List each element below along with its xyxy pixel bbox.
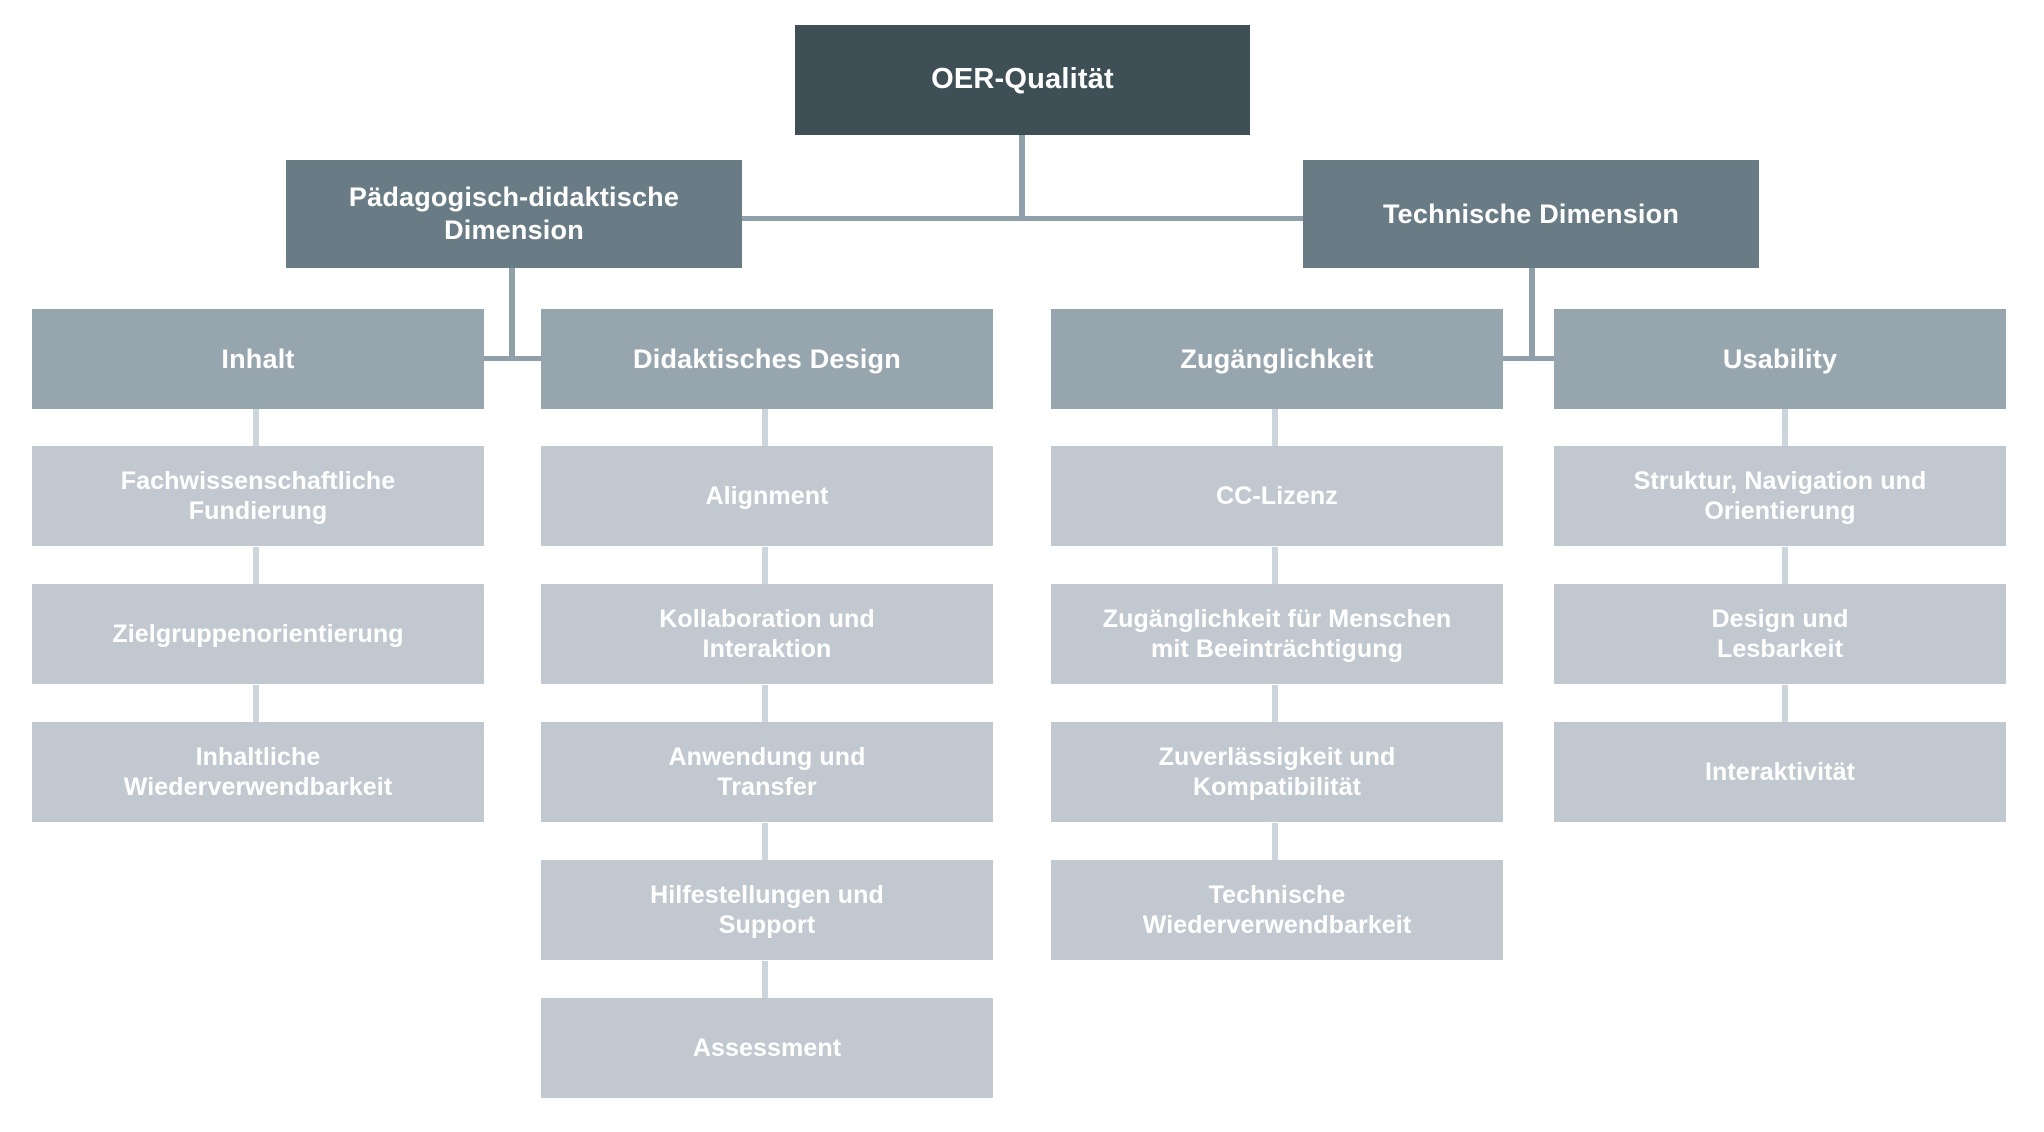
connector-inhalt-3 — [253, 685, 259, 722]
connector-didaktisches-3 — [762, 685, 768, 722]
connector-usability-1 — [1782, 409, 1788, 446]
node-criterion-anwendung-und-transfer[interactable]: Anwendung und Transfer — [541, 722, 993, 822]
node-category-usability[interactable]: Usability — [1554, 309, 2006, 409]
connector-zugaenglichkeit-2 — [1272, 547, 1278, 584]
node-root-oer-qualitaet[interactable]: OER-Qualität — [795, 25, 1250, 135]
connector-inhalt-2 — [253, 547, 259, 584]
node-criterion-zuverlaessigkeit-und-kompatibilitaet[interactable]: Zuverlässigkeit und Kompatibilität — [1051, 722, 1503, 822]
connector-zugaenglichkeit-3 — [1272, 685, 1278, 722]
node-criterion-alignment[interactable]: Alignment — [541, 446, 993, 546]
node-criterion-fachwissenschaftliche-fundierung[interactable]: Fachwissenschaftliche Fundierung — [32, 446, 484, 546]
node-criterion-inhaltliche-wiederverwendbarkeit[interactable]: Inhaltliche Wiederverwendbarkeit — [32, 722, 484, 822]
node-criterion-cc-lizenz[interactable]: CC-Lizenz — [1051, 446, 1503, 546]
node-category-inhalt[interactable]: Inhalt — [32, 309, 484, 409]
connector-didaktisches-5 — [762, 961, 768, 998]
connector-inhalt-1 — [253, 409, 259, 446]
node-criterion-technische-wiederverwendbarkeit[interactable]: Technische Wiederverwendbarkeit — [1051, 860, 1503, 960]
node-criterion-interaktivitaet[interactable]: Interaktivität — [1554, 722, 2006, 822]
node-category-didaktisches-design[interactable]: Didaktisches Design — [541, 309, 993, 409]
node-dimension-paedagogisch-didaktisch[interactable]: Pädagogisch-didaktische Dimension — [286, 160, 742, 268]
connector-usability-3 — [1782, 685, 1788, 722]
node-category-zugaenglichkeit[interactable]: Zugänglichkeit — [1051, 309, 1503, 409]
connector-usability-2 — [1782, 547, 1788, 584]
connector-didaktisches-2 — [762, 547, 768, 584]
node-criterion-struktur-navigation-orientierung[interactable]: Struktur, Navigation und Orientierung — [1554, 446, 2006, 546]
connector-dimension-bus — [738, 216, 1308, 221]
node-criterion-design-und-lesbarkeit[interactable]: Design und Lesbarkeit — [1554, 584, 2006, 684]
connector-zugaenglichkeit-4 — [1272, 823, 1278, 860]
node-criterion-hilfestellungen-und-support[interactable]: Hilfestellungen und Support — [541, 860, 993, 960]
node-dimension-technisch[interactable]: Technische Dimension — [1303, 160, 1759, 268]
connector-category-bus-right — [1480, 356, 1584, 361]
connector-didaktisches-4 — [762, 823, 768, 860]
node-criterion-zugaenglichkeit-beeintraechtigung[interactable]: Zugänglichkeit für Menschen mit Beeinträ… — [1051, 584, 1503, 684]
connector-category-bus-left — [460, 356, 564, 361]
connector-zugaenglichkeit-1 — [1272, 409, 1278, 446]
connector-paedagogisch-vertical — [509, 265, 515, 360]
connector-technische-vertical — [1529, 265, 1535, 360]
node-criterion-assessment[interactable]: Assessment — [541, 998, 993, 1098]
node-criterion-zielgruppenorientierung[interactable]: Zielgruppenorientierung — [32, 584, 484, 684]
connector-root-vertical — [1019, 133, 1025, 219]
connector-didaktisches-1 — [762, 409, 768, 446]
node-criterion-kollaboration-und-interaktion[interactable]: Kollaboration und Interaktion — [541, 584, 993, 684]
